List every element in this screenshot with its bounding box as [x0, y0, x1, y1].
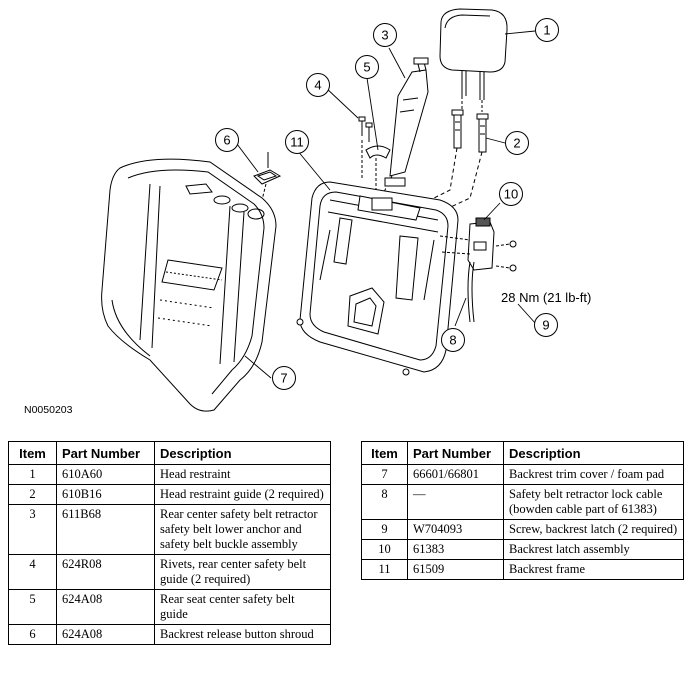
callout-9: 9: [534, 313, 558, 337]
release-button-shroud: [253, 152, 282, 201]
cell-part-number: 61509: [407, 559, 504, 580]
cell-description: Backrest release button shroud: [154, 624, 331, 645]
cell-item: 9: [361, 519, 408, 540]
callout-11: 11: [285, 130, 309, 154]
cell-description: Rear center safety belt retractor safety…: [154, 504, 331, 555]
backrest-frame: [296, 181, 459, 376]
cell-description: Safety belt retractor lock cable (bowden…: [503, 484, 684, 520]
cell-part-number: 610A60: [56, 464, 155, 485]
head-restraint: [439, 8, 508, 112]
cell-part-number: W704093: [407, 519, 504, 540]
callout-1: 1: [535, 18, 559, 42]
header-description: Description: [154, 441, 331, 465]
belt-guide: [365, 145, 391, 190]
svg-text:11: 11: [290, 135, 304, 150]
svg-text:6: 6: [223, 133, 230, 148]
backrest-latch-assembly: [439, 217, 495, 271]
cell-part-number: 611B68: [56, 504, 155, 555]
callouts: 1 2 3 4 5 6 7 8 9 10 11: [215, 18, 559, 390]
callout-10: 10: [499, 182, 523, 206]
torque-spec: 28 Nm (21 lb-ft): [501, 290, 591, 305]
svg-text:3: 3: [381, 28, 388, 43]
svg-text:1: 1: [543, 23, 550, 38]
callout-3: 3: [373, 23, 397, 47]
svg-text:9: 9: [542, 318, 549, 333]
cell-description: Backrest trim cover / foam pad: [503, 464, 684, 485]
cell-part-number: 61383: [407, 539, 504, 560]
header-part-number: Part Number: [56, 441, 155, 465]
header-part-number: Part Number: [407, 441, 504, 465]
figure-id: N0050203: [24, 404, 73, 416]
header-item: Item: [361, 441, 408, 465]
cell-description: Screw, backrest latch (2 required): [503, 519, 684, 540]
svg-text:2: 2: [513, 136, 520, 151]
cell-part-number: 610B16: [56, 484, 155, 505]
cell-item: 8: [361, 484, 408, 520]
cell-item: 7: [361, 464, 408, 485]
callout-2: 2: [505, 131, 529, 155]
seat-belt-retractor-assembly: [371, 57, 429, 221]
cell-part-number: —: [407, 484, 504, 520]
cell-item: 6: [8, 624, 57, 645]
svg-text:8: 8: [449, 333, 456, 348]
exploded-view-diagram: 1 2 3 4 5 6 7 8 9 10 11 28 Nm (21 lb-ft)…: [24, 8, 591, 416]
cell-item: 5: [8, 589, 57, 625]
cell-item: 1: [8, 464, 57, 485]
cell-part-number: 624R08: [56, 554, 155, 590]
header-item: Item: [8, 441, 57, 465]
cell-item: 3: [8, 504, 57, 555]
cell-part-number: 624A08: [56, 624, 155, 645]
cell-description: Rivets, rear center safety belt guide (2…: [154, 554, 331, 590]
svg-text:10: 10: [504, 187, 518, 202]
latch-screws: [495, 240, 517, 272]
svg-text:5: 5: [363, 60, 370, 75]
cell-description: Head restraint guide (2 required): [154, 484, 331, 505]
callout-6: 6: [215, 128, 239, 152]
cell-description: Head restraint: [154, 464, 331, 485]
callout-5: 5: [355, 55, 379, 79]
callout-4: 4: [306, 73, 330, 97]
svg-text:7: 7: [280, 371, 287, 386]
svg-text:4: 4: [314, 78, 321, 93]
backrest-trim-cover: [101, 158, 277, 412]
cell-description: Rear seat center safety belt guide: [154, 589, 331, 625]
header-description: Description: [503, 441, 684, 465]
cell-item: 10: [361, 539, 408, 560]
head-restraint-guides: [419, 109, 489, 213]
table-row: 8—Safety belt retractor lock cable (bowd…: [361, 484, 684, 520]
leader-lines: [236, 30, 537, 379]
cell-description: Backrest latch assembly: [503, 539, 684, 560]
cell-part-number: 66601/66801: [407, 464, 504, 485]
lock-cable: [467, 261, 475, 323]
cell-item: 11: [361, 559, 408, 580]
table-header-row: Item Part Number Description: [361, 441, 684, 465]
callout-7: 7: [272, 366, 296, 390]
table-header-row: Item Part Number Description: [8, 441, 331, 465]
cell-item: 4: [8, 554, 57, 590]
cell-part-number: 624A08: [56, 589, 155, 625]
callout-8: 8: [441, 328, 465, 352]
cell-item: 2: [8, 484, 57, 505]
cell-description: Backrest frame: [503, 559, 684, 580]
rivets: [358, 116, 373, 180]
